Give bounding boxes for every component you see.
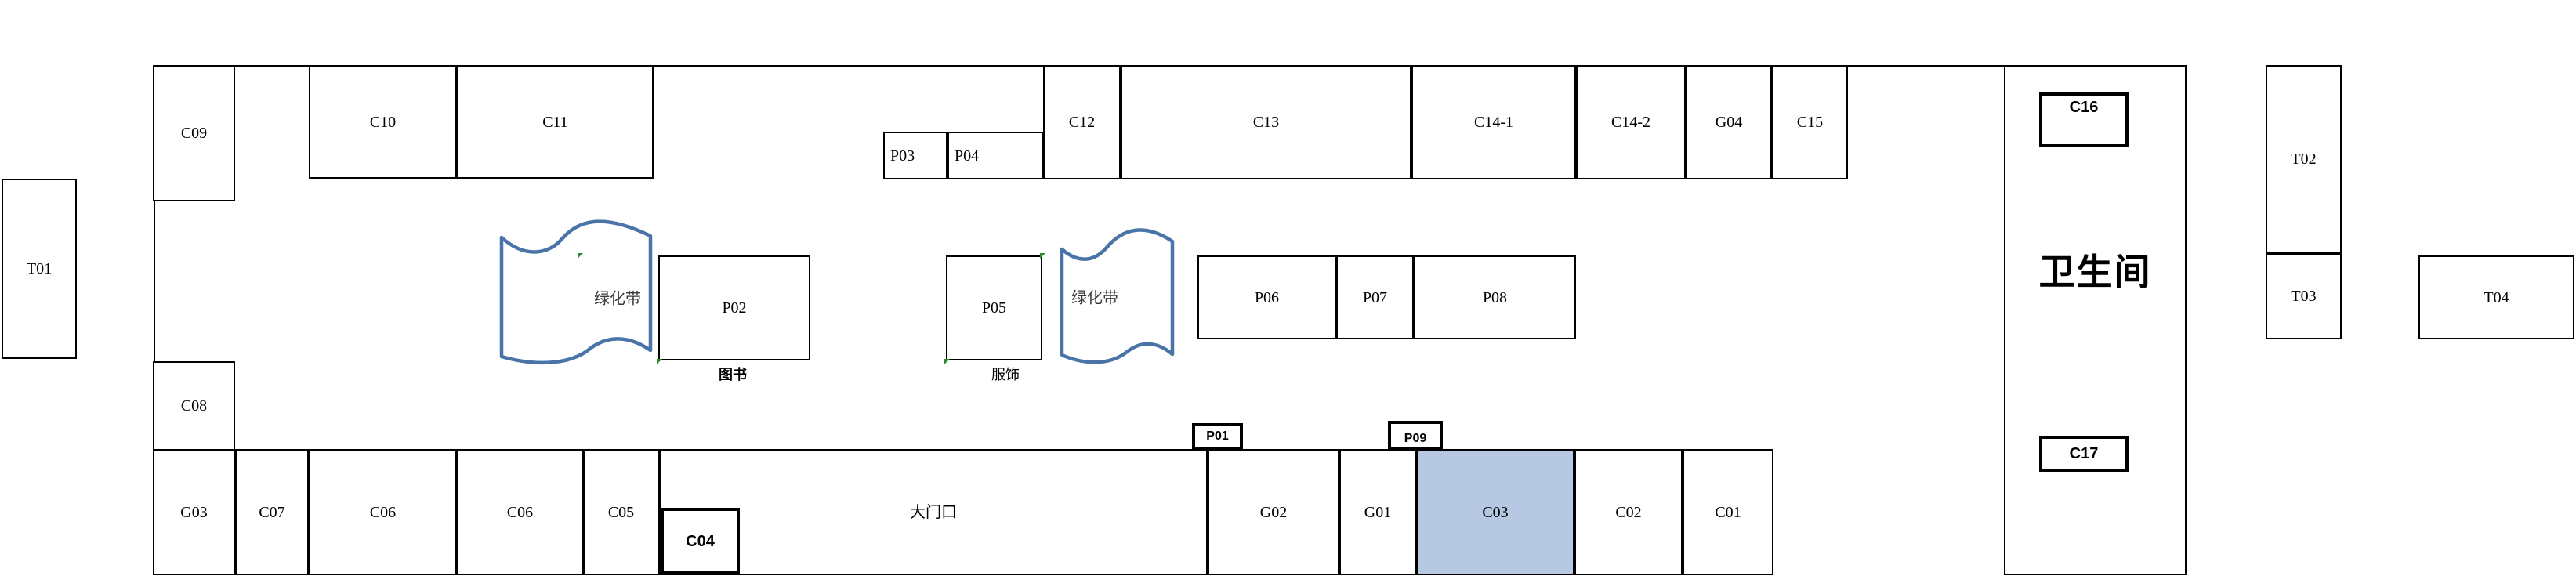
room-P08[interactable]: P08 (1414, 255, 1576, 339)
room-label-P01: P01 (1206, 429, 1229, 443)
green-belt-2-label: 绿化带 (1071, 289, 1118, 307)
room-C08[interactable]: C08 (153, 361, 235, 451)
green-belt-1-label: 绿化带 (594, 290, 641, 308)
room-C03[interactable]: C03 (1416, 449, 1574, 575)
room-label-C10: C10 (369, 113, 397, 131)
room-label-C14-2: C14-2 (1611, 114, 1650, 131)
room-P02[interactable]: P02 (658, 255, 810, 360)
room-label-C17: C17 (2069, 445, 2099, 462)
room-T02[interactable]: T02 (2266, 65, 2342, 253)
room-label-C06a: C06 (369, 503, 397, 521)
room-label-C02: C02 (1615, 503, 1642, 521)
caption-books: 图书 (719, 367, 747, 382)
room-C06a[interactable]: C06 (309, 449, 457, 575)
room-C09[interactable]: C09 (153, 65, 235, 201)
room-label-C06b: C06 (506, 503, 534, 521)
room-T03[interactable]: T03 (2266, 253, 2342, 339)
caption-clothing: 服饰 (991, 367, 1020, 382)
room-label-T04: T04 (2484, 288, 2509, 306)
room-label-P08: P08 (1482, 288, 1508, 306)
room-label-C05: C05 (607, 503, 635, 521)
room-restroom[interactable]: 卫生间 (2004, 65, 2187, 575)
room-label-G04: G04 (1715, 114, 1743, 131)
room-C04[interactable]: C04 (661, 508, 740, 574)
green-anchor-mark-1 (657, 359, 662, 364)
room-C13[interactable]: C13 (1121, 65, 1411, 179)
green-belt-shape-2 (1060, 228, 1175, 364)
room-label-P06: P06 (1254, 288, 1280, 306)
room-G02[interactable]: G02 (1208, 449, 1339, 575)
room-label-C12: C12 (1068, 114, 1096, 131)
green-anchor-mark-2 (944, 359, 950, 364)
room-label-C08: C08 (180, 397, 208, 415)
room-C02[interactable]: C02 (1574, 449, 1683, 575)
room-label-C09: C09 (180, 125, 208, 142)
room-label-P07: P07 (1362, 288, 1388, 306)
green-belt-shape-1 (499, 219, 653, 365)
room-G03[interactable]: G03 (153, 449, 235, 575)
room-label-C16: C16 (2069, 99, 2099, 116)
room-label-G03: G03 (180, 503, 208, 521)
room-label-P03: P03 (890, 147, 915, 165)
room-C11[interactable]: C11 (457, 65, 654, 179)
room-label-P09: P09 (1404, 432, 1427, 445)
room-label-C01: C01 (1715, 503, 1741, 521)
room-C06b[interactable]: C06 (457, 449, 583, 575)
room-label-P02: P02 (722, 299, 747, 317)
room-label-T01: T01 (26, 260, 53, 277)
wall-segment-2 (1846, 65, 2005, 67)
room-P09[interactable]: P09 (1388, 421, 1443, 450)
room-C15[interactable]: C15 (1772, 65, 1848, 179)
room-label-C15: C15 (1796, 114, 1824, 131)
room-C07[interactable]: C07 (235, 449, 309, 575)
room-label-C03: C03 (1482, 503, 1509, 521)
room-label-C13: C13 (1252, 114, 1280, 131)
room-label-C14-1: C14-1 (1474, 114, 1513, 131)
room-P04[interactable]: P04 (947, 132, 1043, 179)
room-C17[interactable]: C17 (2039, 436, 2129, 472)
room-label-restroom: 卫生间 (2038, 252, 2152, 292)
room-C01[interactable]: C01 (1683, 449, 1773, 575)
room-C12[interactable]: C12 (1043, 65, 1121, 179)
room-P05[interactable]: P05 (946, 255, 1042, 360)
room-P06[interactable]: P06 (1197, 255, 1336, 339)
green-belt-shapes (499, 219, 1175, 365)
room-C10[interactable]: C10 (309, 65, 457, 179)
room-C16[interactable]: C16 (2039, 92, 2129, 147)
room-C05[interactable]: C05 (583, 449, 659, 575)
room-entrance[interactable]: 大门口 (659, 449, 1208, 575)
green-anchor-mark-0 (578, 253, 583, 259)
room-T01[interactable]: T01 (2, 179, 77, 359)
room-G04[interactable]: G04 (1686, 65, 1772, 179)
wall-segment-1 (654, 65, 1043, 67)
room-label-T03: T03 (2291, 288, 2317, 305)
room-G01[interactable]: G01 (1339, 449, 1416, 575)
room-label-C11: C11 (542, 113, 568, 131)
wall-segment-3 (154, 201, 155, 363)
room-label-T02: T02 (2291, 150, 2317, 168)
room-label-entrance: 大门口 (910, 503, 957, 521)
room-label-C07: C07 (259, 503, 285, 521)
room-P03[interactable]: P03 (883, 132, 947, 179)
room-label-G02: G02 (1259, 503, 1288, 521)
room-C14-2[interactable]: C14-2 (1576, 65, 1686, 179)
room-P07[interactable]: P07 (1336, 255, 1414, 339)
room-label-G01: G01 (1364, 503, 1392, 521)
room-T04[interactable]: T04 (2418, 255, 2574, 339)
room-label-P04: P04 (955, 147, 980, 165)
green-anchor-mark-3 (1040, 253, 1045, 259)
room-label-P05: P05 (981, 299, 1007, 317)
wall-segment-0 (234, 65, 311, 67)
room-label-C04: C04 (686, 532, 715, 550)
room-P01[interactable]: P01 (1192, 423, 1243, 450)
room-C14-1[interactable]: C14-1 (1411, 65, 1576, 179)
